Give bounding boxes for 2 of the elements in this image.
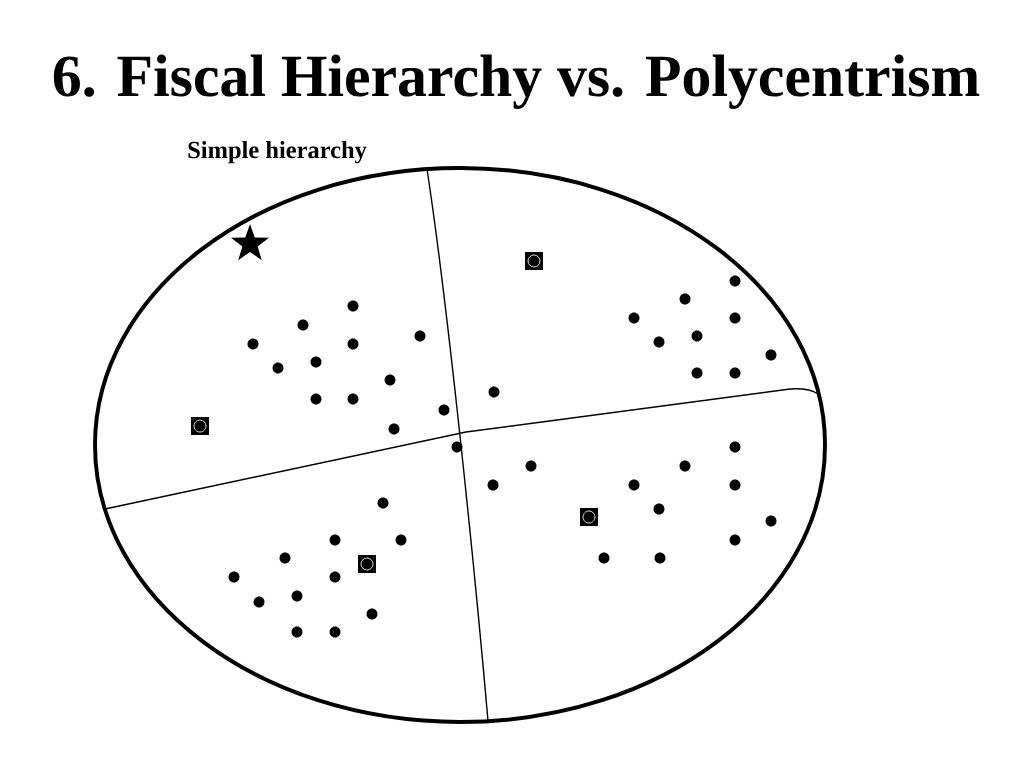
slide-title: 6. Fiscal Hierarchy vs. Polycentrism <box>53 54 980 109</box>
label: Simple hierarchy <box>188 141 367 164</box>
